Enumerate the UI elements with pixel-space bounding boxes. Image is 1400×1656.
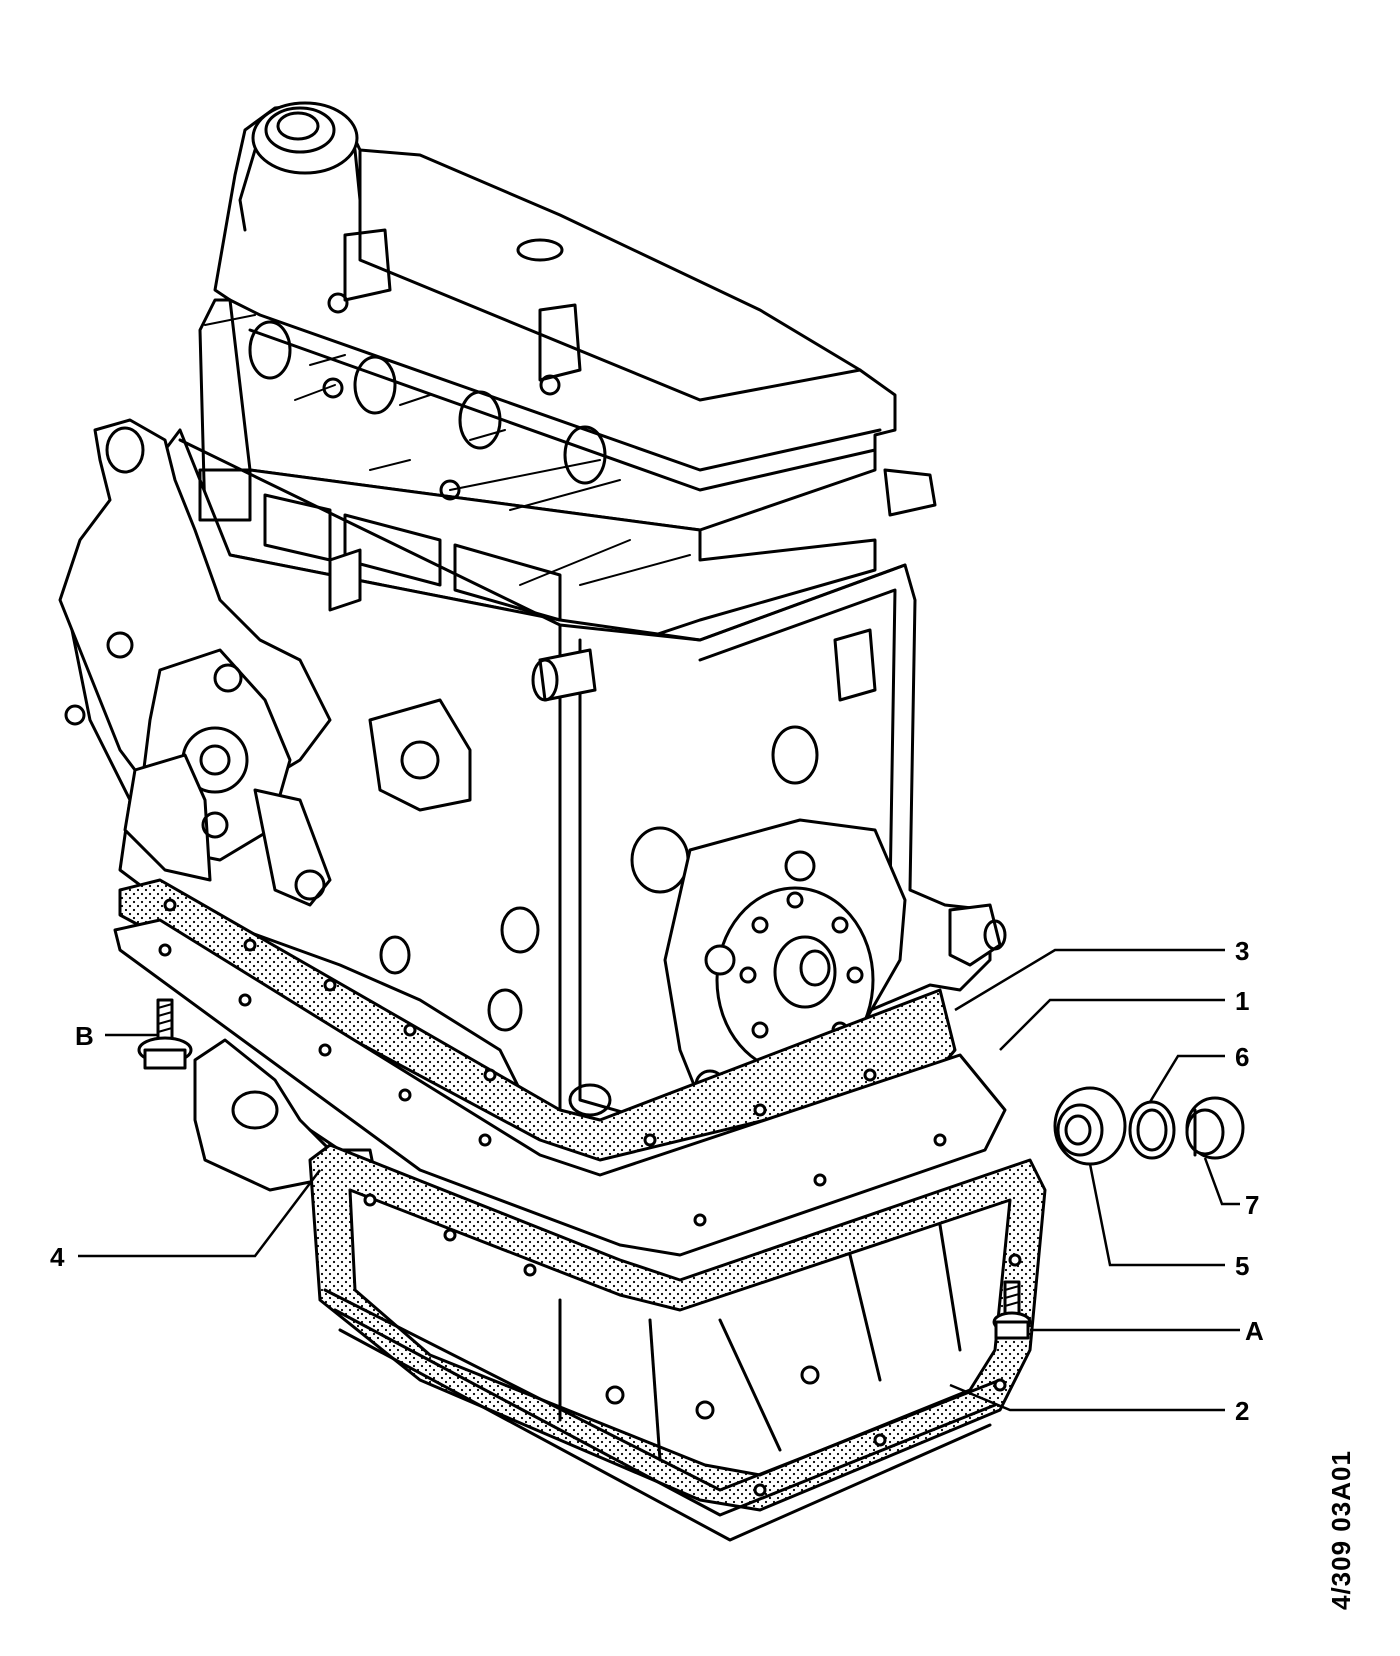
plug-7 bbox=[1185, 1096, 1245, 1160]
callout-leaders bbox=[78, 948, 1240, 1412]
bolt-a bbox=[992, 1280, 1032, 1340]
cylinder-block bbox=[58, 418, 1007, 1137]
callout-label-a: A bbox=[1245, 1316, 1264, 1346]
callout-label-2: 2 bbox=[1235, 1396, 1249, 1426]
bolt-b bbox=[137, 998, 193, 1070]
callout-label-6: 6 bbox=[1235, 1042, 1249, 1072]
gasket-2-holes bbox=[363, 1193, 1022, 1497]
callout-label-1: 1 bbox=[1235, 986, 1249, 1016]
o-ring-6 bbox=[1128, 1100, 1176, 1160]
callout-label-4: 4 bbox=[50, 1242, 65, 1272]
callout-label-b: B bbox=[75, 1021, 94, 1051]
rocker-cover bbox=[213, 101, 937, 532]
gasket-3 bbox=[118, 878, 957, 1162]
diagram-reference-code: 4/309 03A01 bbox=[1326, 1450, 1356, 1610]
callout-label-3: 3 bbox=[1235, 936, 1249, 966]
gasket-3-holes bbox=[163, 898, 877, 1147]
callout-label-5: 5 bbox=[1235, 1251, 1249, 1281]
sump-flange-1 bbox=[113, 918, 1007, 1257]
seal-5 bbox=[1053, 1086, 1127, 1166]
engine-block-assembly bbox=[58, 101, 1047, 1542]
sump-flange-1-holes bbox=[158, 943, 947, 1227]
callout-label-7: 7 bbox=[1245, 1190, 1259, 1220]
